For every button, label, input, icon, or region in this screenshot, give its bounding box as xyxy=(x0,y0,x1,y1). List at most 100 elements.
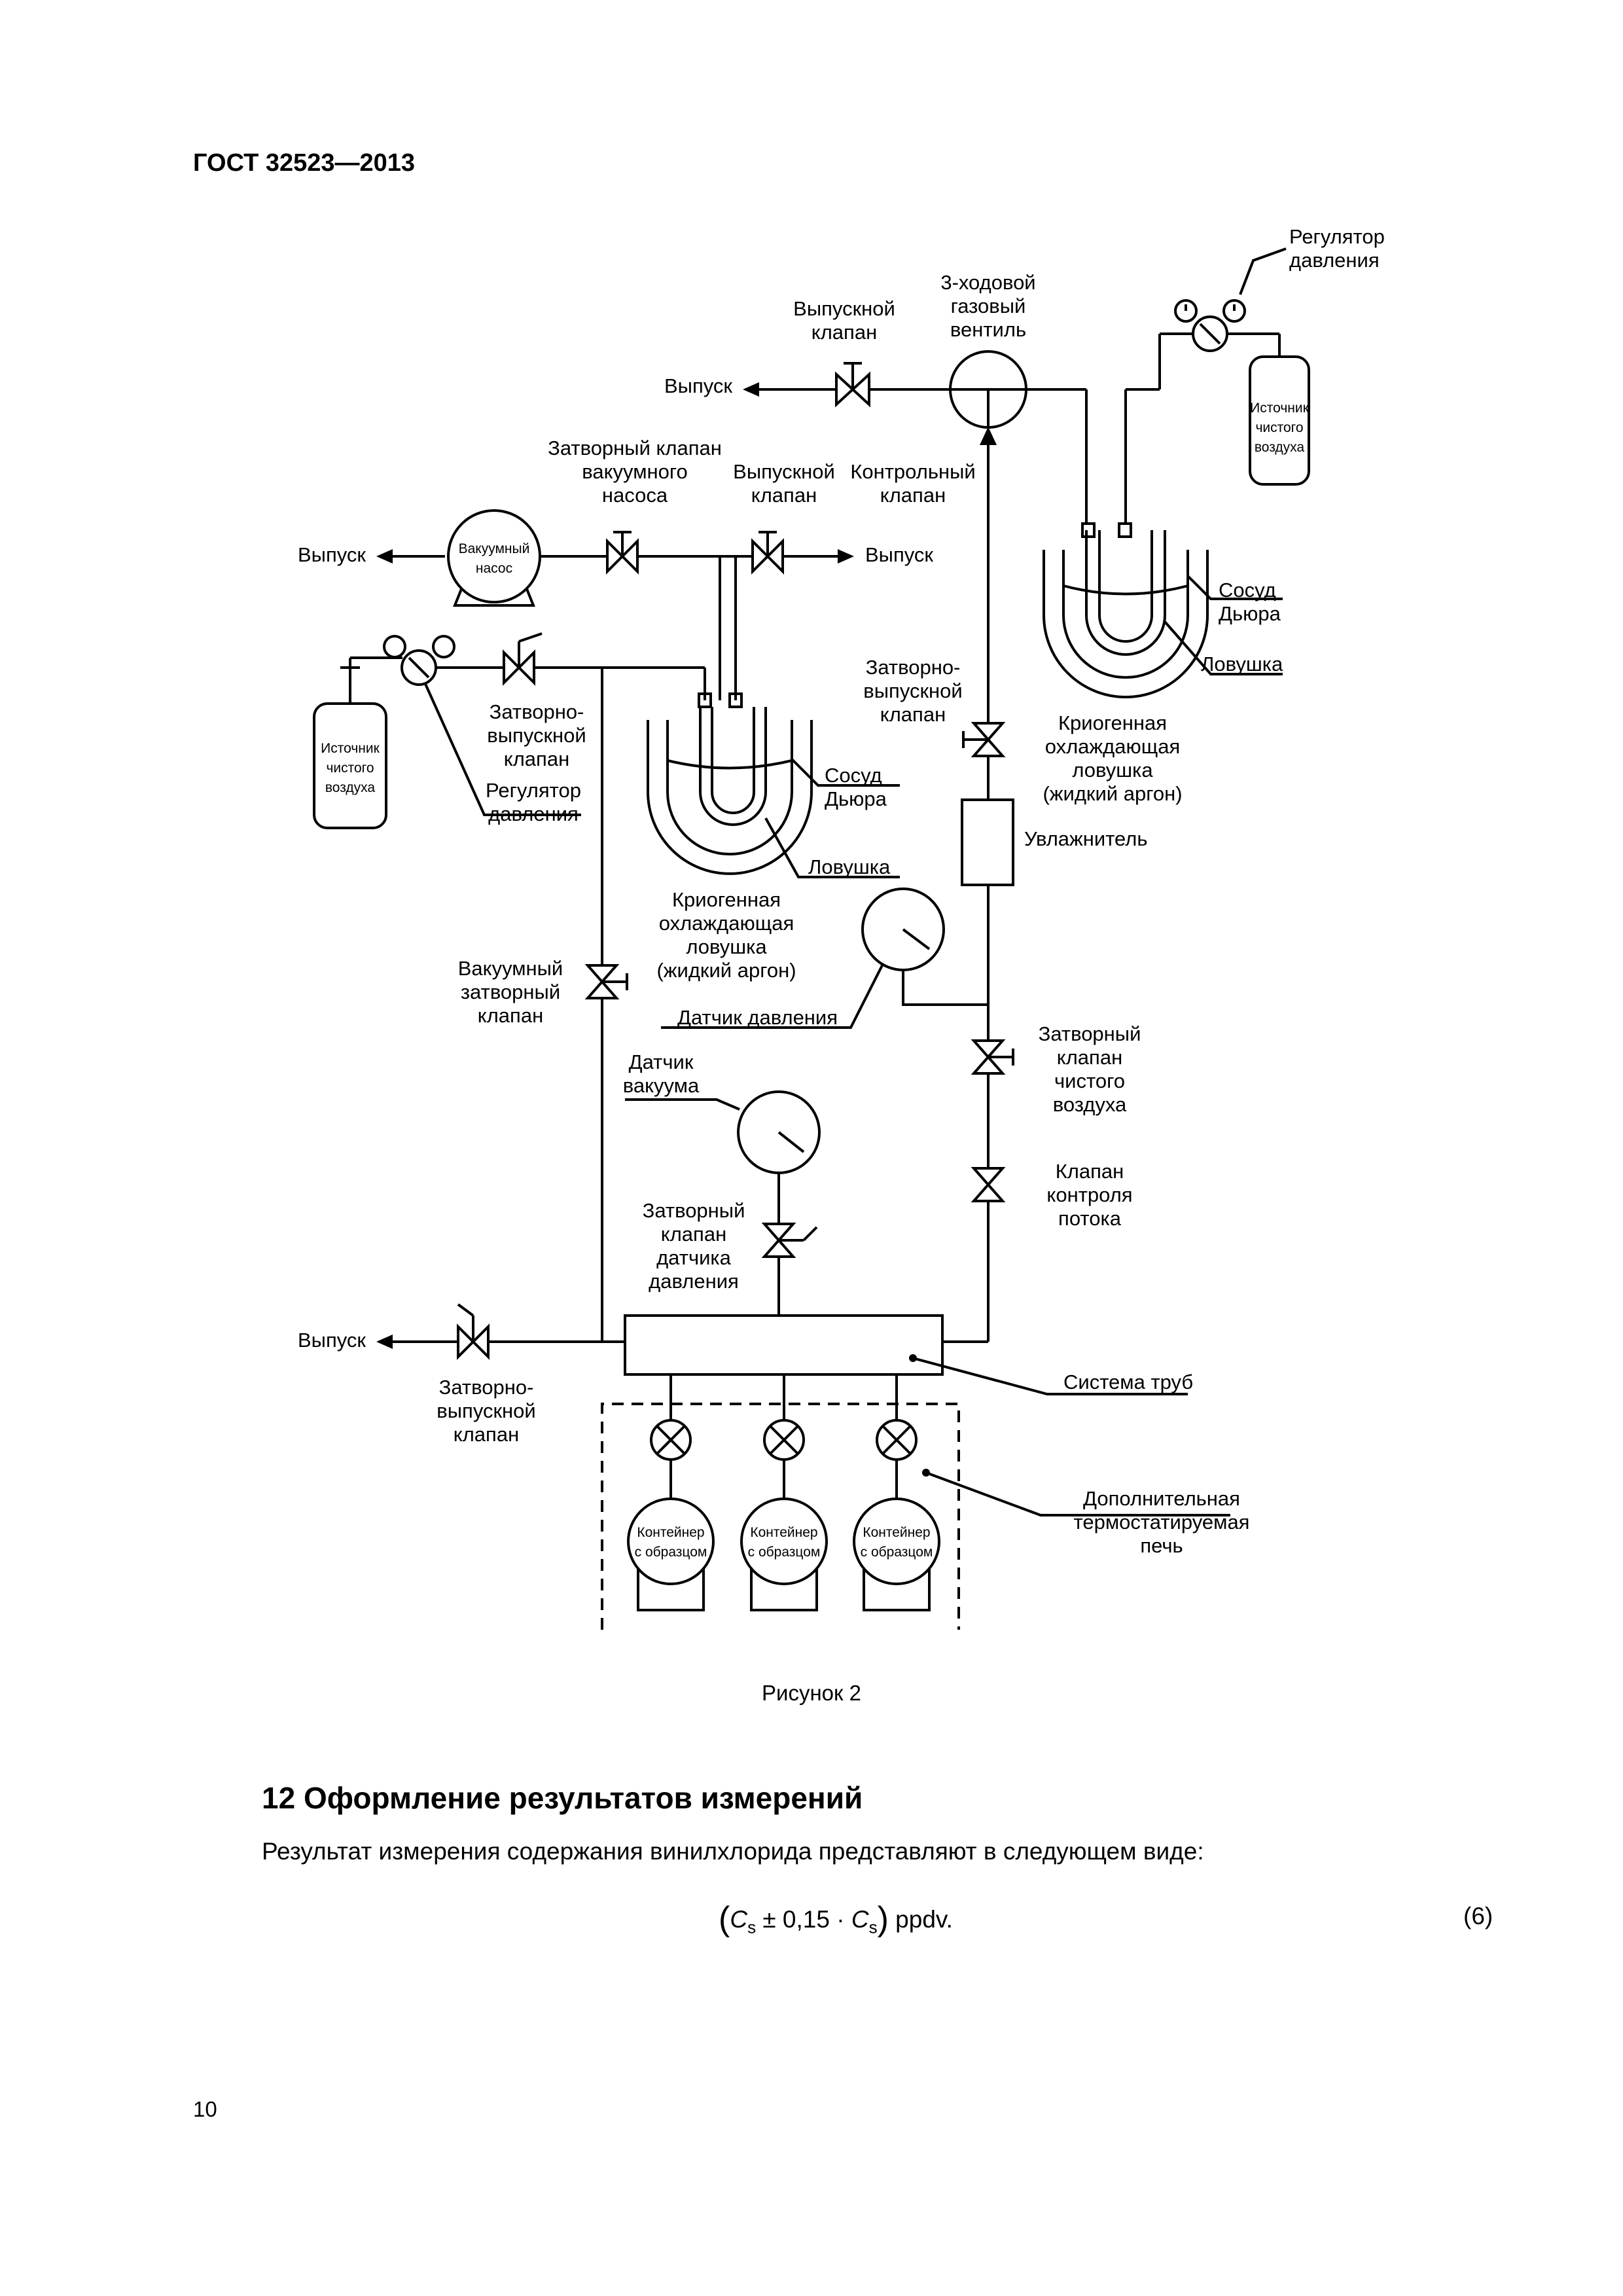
label-shutoff-left-1: Затворно- xyxy=(490,700,584,723)
label-dewar-right-2: Дьюра xyxy=(1219,602,1281,625)
label-sensor-shutoff-3: датчика xyxy=(656,1246,732,1269)
label-sensor-shutoff-4: давления xyxy=(649,1270,739,1293)
label-cryo-right-4: (жидкий аргон) xyxy=(1043,782,1182,805)
formula-open-paren: ( xyxy=(719,1900,730,1938)
label-clean-air-shutoff-4: воздуха xyxy=(1053,1093,1127,1116)
label-dewar-right-1: Сосуд xyxy=(1219,579,1276,601)
label-air-source-right-1: Источник xyxy=(1250,401,1309,416)
label-air-source-right-2: чистого xyxy=(1255,420,1303,435)
thermostat-oven xyxy=(601,1403,960,1630)
shutoff-outlet-valve-bottom[interactable] xyxy=(457,1303,490,1360)
label-clean-air-shutoff-1: Затворный xyxy=(1039,1022,1141,1045)
label-outlet-mid: Выпуск xyxy=(865,543,933,566)
label-outlet-valve-mid-2: клапан xyxy=(751,484,817,507)
arrow-outlet-top xyxy=(743,382,759,397)
clean-air-cylinder-left xyxy=(313,702,387,829)
label-cryo-left-1: Криогенная xyxy=(672,888,781,911)
label-outlet-valve-mid-1: Выпускной xyxy=(733,460,835,483)
label-cryo-left-3: ловушка xyxy=(686,935,767,958)
container-branch-2 xyxy=(740,1374,828,1611)
label-air-source-left-2: чистого xyxy=(326,761,374,776)
label-cryo-left-4: (жидкий аргон) xyxy=(656,959,796,982)
label-air-source-left-1: Источник xyxy=(321,741,380,756)
equation-number: (6) xyxy=(1463,1903,1493,1929)
flow-diagram: Выпуск Выпускной клапан 3-ходовой газовы… xyxy=(298,225,1385,1630)
label-shutoff-right-2: выпускной xyxy=(863,679,962,702)
label-regulator-right-1: Регулятор xyxy=(1289,225,1385,248)
label-three-way-1: 3-ходовой xyxy=(940,271,1035,294)
label-flow-control-3: потока xyxy=(1058,1207,1122,1230)
label-vacuum-sensor-1: Датчик xyxy=(629,1050,694,1073)
outlet-valve-mid[interactable] xyxy=(751,531,784,575)
shutoff-outlet-valve-left[interactable] xyxy=(503,632,543,686)
pressure-regulator-left[interactable] xyxy=(383,635,455,686)
label-container-3a: Контейнер xyxy=(863,1525,930,1540)
container-branch-3 xyxy=(853,1374,940,1611)
clean-air-cylinder-right xyxy=(1249,355,1310,486)
outlet-valve-top[interactable] xyxy=(835,362,870,408)
label-cryo-left-2: охлаждающая xyxy=(659,912,794,935)
sensor-shutoff-valve[interactable] xyxy=(761,1223,818,1258)
label-shutoff-bottom-3: клапан xyxy=(454,1423,519,1446)
vacuum-pump xyxy=(447,509,541,607)
label-shutoff-right-3: клапан xyxy=(880,703,946,726)
shutoff-outlet-valve-right[interactable] xyxy=(962,722,1006,757)
cryo-trap-left xyxy=(647,692,813,875)
section-heading: 12 Оформление результатов измерений xyxy=(262,1781,863,1815)
humidifier xyxy=(961,798,1014,886)
label-trap-left: Ловушка xyxy=(808,855,891,878)
label-shutoff-left-2: выпускной xyxy=(487,724,586,747)
label-outlet-valve-top-2: клапан xyxy=(812,321,877,344)
label-sensor-shutoff-2: клапан xyxy=(661,1223,726,1246)
label-outlet-valve-top-1: Выпускной xyxy=(793,297,895,320)
label-container-1b: с образцом xyxy=(635,1545,707,1560)
label-flow-control-1: Клапан xyxy=(1056,1160,1124,1183)
label-vacuum-sensor-2: вакуума xyxy=(623,1074,700,1097)
label-cryo-right-2: охлаждающая xyxy=(1045,735,1181,758)
label-three-way-2: газовый xyxy=(951,295,1026,317)
formula-subscript: s xyxy=(747,1917,757,1937)
label-pressure-sensor: Датчик давления xyxy=(677,1006,838,1029)
label-regulator-left-2: давления xyxy=(488,802,579,825)
label-dewar-left-1: Сосуд xyxy=(825,764,882,787)
label-vacuum-pump-2: насос xyxy=(476,561,512,576)
label-oven-3: печь xyxy=(1140,1534,1183,1557)
flow-control-valve[interactable] xyxy=(971,1167,1006,1202)
formula-symbol: C xyxy=(730,1906,748,1933)
label-air-source-right-3: воздуха xyxy=(1255,440,1305,455)
label-trap-right: Ловушка xyxy=(1201,653,1283,675)
label-check-valve-2: клапан xyxy=(880,484,946,507)
label-pump-shutoff-2: вакуумного xyxy=(582,460,687,483)
label-oven-1: Дополнительная xyxy=(1083,1487,1240,1510)
label-outlet-pump: Выпуск xyxy=(298,543,366,566)
label-shutoff-bottom-2: выпускной xyxy=(437,1399,535,1422)
label-regulator-left-1: Регулятор xyxy=(486,779,581,802)
label-sensor-shutoff-1: Затворный xyxy=(643,1199,745,1222)
label-outlet-top: Выпуск xyxy=(664,374,732,397)
label-shutoff-left-3: клапан xyxy=(504,747,569,770)
document-header: ГОСТ 32523—2013 xyxy=(193,149,416,177)
label-container-3b: с образцом xyxy=(861,1545,933,1560)
label-dewar-left-2: Дьюра xyxy=(825,787,887,810)
label-vacuum-shutoff-3: клапан xyxy=(478,1004,543,1027)
label-oven-2: термостатируемая xyxy=(1074,1511,1250,1534)
vacuum-pump-shutoff-valve[interactable] xyxy=(606,531,639,575)
formula-pm: ± 0,15 · xyxy=(756,1906,851,1933)
label-vacuum-pump-1: Вакуумный xyxy=(459,541,530,556)
label-cryo-right-1: Криогенная xyxy=(1058,711,1167,734)
page-number: 10 xyxy=(193,2097,217,2121)
label-cryo-right-3: ловушка xyxy=(1072,759,1153,781)
label-regulator-right-2: давления xyxy=(1289,249,1380,272)
vacuum-shutoff-valve[interactable] xyxy=(584,964,628,999)
label-air-source-left-3: воздуха xyxy=(325,780,376,795)
formula-subscript-2: s xyxy=(868,1917,878,1937)
label-pipe-system: Система труб xyxy=(1063,1371,1193,1393)
label-outlet-bottom: Выпуск xyxy=(298,1329,366,1352)
pressure-regulator-right[interactable] xyxy=(1174,299,1246,352)
label-vacuum-shutoff-2: затворный xyxy=(461,980,560,1003)
formula-symbol-2: C xyxy=(851,1906,869,1933)
formula-unit: ppdv. xyxy=(888,1906,953,1933)
figure-caption: Рисунок 2 xyxy=(762,1681,861,1705)
clean-air-shutoff-valve[interactable] xyxy=(971,1039,1014,1075)
label-check-valve-1: Контрольный xyxy=(850,460,975,483)
